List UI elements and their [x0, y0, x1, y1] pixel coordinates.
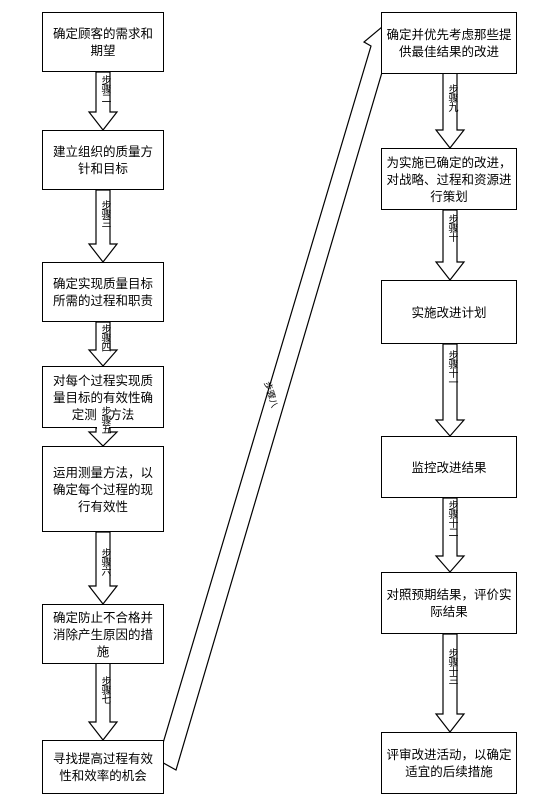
- arrow-label-step7: 步骤七: [97, 676, 110, 703]
- step-box-7: 寻找提高过程有效性和效率的机会: [42, 740, 164, 794]
- arrow-label-step9: 步骤九: [444, 84, 457, 111]
- step-11-text: 监控改进结果: [411, 459, 487, 475]
- step-box-9: 为实施已确定的改进，对战略、过程和资源进行策划: [381, 148, 517, 210]
- arrow-label-step2: 步骤二: [97, 75, 110, 102]
- step-1-text: 确定顾客的需求和期望: [52, 26, 153, 58]
- step-8-text: 确定并优先考虑那些提供最佳结果的改进: [386, 27, 512, 59]
- step-box-11: 监控改进结果: [381, 436, 517, 498]
- arrow-label-step5: 步骤五: [97, 406, 110, 433]
- arrow-label-step11: 步骤十一: [444, 350, 457, 386]
- arrow-label-step3: 步骤三: [97, 200, 110, 227]
- step-2-text: 建立组织的质量方针和目标: [52, 144, 153, 176]
- step-3-text: 确定实现质量目标所需的过程和职责: [52, 276, 153, 308]
- step-7-text: 寻找提高过程有效性和效率的机会: [52, 751, 153, 783]
- arrow-step11: [434, 343, 466, 437]
- step-box-5: 运用测量方法，以确定每个过程的现行有效性: [42, 446, 164, 532]
- arrow-label-step13: 步骤十三: [444, 648, 457, 684]
- step-box-13: 评审改进活动，以确定适宜的后续措施: [381, 732, 517, 794]
- step-box-10: 实施改进计划: [381, 280, 517, 344]
- step-6-text: 确定防止不合格并消除产生原因的措施: [52, 609, 153, 659]
- arrow-label-step6: 步骤六: [97, 548, 110, 575]
- step-12-text: 对照预期结果，评价实际结果: [386, 587, 512, 619]
- arrow-label-step10: 步骤十: [444, 214, 457, 241]
- step-4-text: 对每个过程实现质量目标的有效性确定测量方法: [52, 372, 153, 422]
- step-box-3: 确定实现质量目标所需的过程和职责: [42, 262, 164, 322]
- arrow-label-step12: 步骤十二: [444, 500, 457, 536]
- arrow-step10: [434, 209, 466, 281]
- arrow-label-step4: 步骤四: [97, 324, 110, 351]
- step-box-1: 确定顾客的需求和期望: [42, 12, 164, 72]
- step-box-2: 建立组织的质量方针和目标: [42, 130, 164, 190]
- arrow-step5: [87, 427, 119, 447]
- step-9-text: 为实施已确定的改进，对战略、过程和资源进行策划: [386, 154, 512, 204]
- step-10-text: 实施改进计划: [411, 304, 487, 320]
- step-box-8: 确定并优先考虑那些提供最佳结果的改进: [381, 12, 517, 74]
- arrow-step8: [157, 20, 396, 771]
- step-box-6: 确定防止不合格并消除产生原因的措施: [42, 604, 164, 664]
- step-13-text: 评审改进活动，以确定适宜的后续措施: [386, 747, 512, 779]
- step-box-12: 对照预期结果，评价实际结果: [381, 572, 517, 634]
- step-5-text: 运用测量方法，以确定每个过程的现行有效性: [52, 464, 153, 514]
